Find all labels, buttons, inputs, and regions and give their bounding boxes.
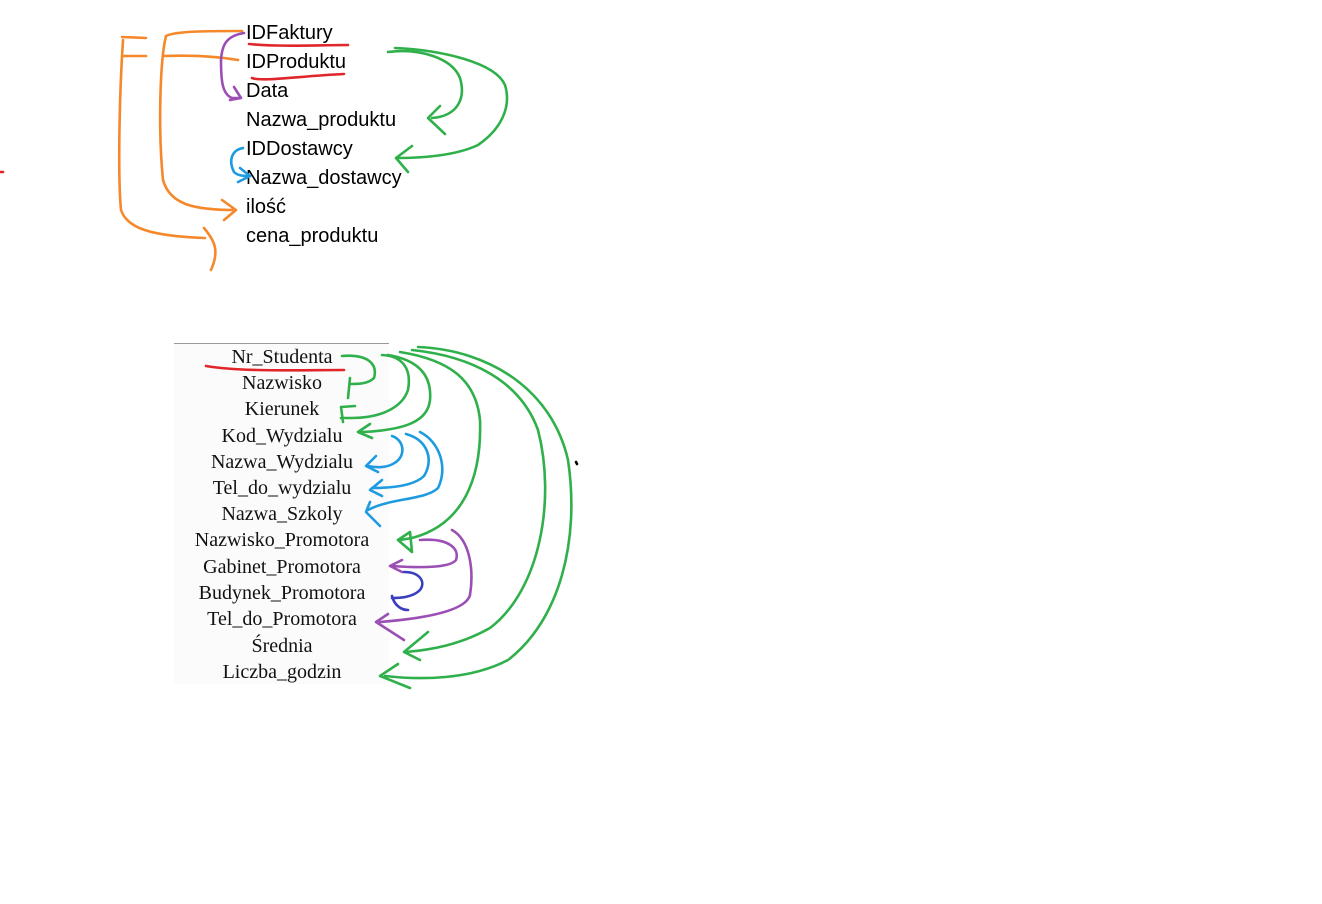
green-arrowhead-srednia <box>402 630 430 662</box>
attr-cena-produktu: cena_produktu <box>246 225 379 247</box>
attr-nazwa-produktu: Nazwa_produktu <box>246 109 397 131</box>
attr-ilosc: ilość <box>246 196 287 218</box>
orange-arrowhead-cena <box>202 226 217 272</box>
orange-tick-3 <box>161 54 240 62</box>
green-arrow-idproduktu-nazwa-produktu <box>386 49 464 120</box>
purple-arrowhead-gabinet <box>388 558 404 574</box>
attr-idfaktury: IDFaktury <box>246 22 333 44</box>
attr-srednia: Średnia <box>251 635 313 657</box>
orange-arrow-to-ilosc <box>158 29 244 212</box>
attr-idproduktu: IDProduktu <box>246 51 347 73</box>
attr-tel-do-wydzialu: Tel_do_wydzialu <box>212 477 352 499</box>
green-arrowhead-nazwa-produktu <box>426 104 447 136</box>
orange-tick-1 <box>120 35 148 40</box>
attr-kod-wydzialu: Kod_Wydzialu <box>221 425 343 447</box>
orange-arrow-to-cena <box>117 38 207 240</box>
attr-data: Data <box>246 80 289 102</box>
stray-dot <box>574 460 579 466</box>
attr-nazwa-szkoly: Nazwa_Szkoly <box>221 503 343 525</box>
purple-arrow-to-gabinet <box>390 538 459 569</box>
attr-nazwa-wydzialu: Nazwa_Wydzialu <box>210 451 354 473</box>
green-arrow-idproduktu-iddostawcy <box>393 46 509 160</box>
attr-liczba-godzin: Liczba_godzin <box>222 661 342 683</box>
attr-gabinet-promotora: Gabinet_Promotora <box>203 556 361 578</box>
attr-kierunek: Kierunek <box>244 398 320 420</box>
green-arrow-to-srednia <box>404 348 547 654</box>
attr-budynek-promotora: Budynek_Promotora <box>198 582 366 604</box>
orange-arrowhead-ilosc <box>220 198 238 222</box>
purple-arrowhead-data <box>228 85 243 102</box>
indigo-arrowhead-budynek <box>390 594 410 612</box>
attr-nazwisko: Nazwisko <box>242 372 322 394</box>
attr-nazwisko-promotora: Nazwisko_Promotora <box>194 529 370 551</box>
attr-nr-studenta: Nr_Studenta <box>231 346 333 368</box>
attr-tel-do-promotora: Tel_do_Promotora <box>207 608 357 630</box>
attr-nazwa-dostawcy: Nazwa_dostawcy <box>246 167 402 189</box>
purple-arrow-idfaktury-data <box>219 31 246 100</box>
attr-iddostawcy: IDDostawcy <box>246 138 353 160</box>
purple-arrow-to-tel-do-promotora <box>378 528 473 624</box>
indigo-arrow-to-budynek <box>390 570 424 600</box>
green-arrowhead-nazwisko-promotora <box>396 530 414 554</box>
green-arrow-to-nazwisko-promotora <box>398 350 482 542</box>
green-arrow-to-liczba-godzin <box>383 345 573 680</box>
